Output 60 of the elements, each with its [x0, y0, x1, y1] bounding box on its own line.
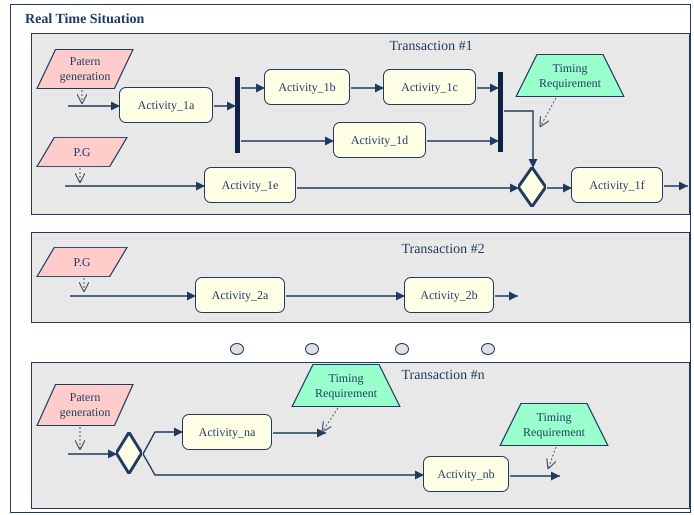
- arrow: [297, 184, 519, 192]
- activity-box: Activity_2a: [195, 277, 285, 313]
- arrow: [142, 454, 424, 480]
- arrow: [241, 84, 265, 92]
- arrow: [495, 292, 518, 300]
- arrow: [286, 292, 405, 300]
- arrow: [68, 102, 120, 110]
- timing-trapezoid: Timing Requirement: [515, 54, 625, 97]
- ellipsis-dot: [394, 342, 408, 354]
- input-parallelogram: Patern generation: [36, 384, 134, 426]
- dashed-arrow: [74, 426, 86, 451]
- dashed-arrow: [321, 408, 338, 433]
- arrow: [214, 102, 236, 110]
- transaction-panel: [30, 232, 690, 322]
- transaction-panel: [30, 32, 690, 214]
- ellipsis-dot: [480, 342, 494, 354]
- arrow: [427, 136, 499, 146]
- activity-box: Activity_1b: [264, 69, 350, 105]
- arrow: [70, 292, 196, 300]
- panel-title: Transaction #2: [402, 242, 485, 258]
- arrow: [142, 428, 183, 454]
- arrow: [664, 182, 688, 190]
- arrow: [547, 184, 572, 192]
- timing-trapezoid: Timing Requirement: [499, 403, 609, 446]
- decision-diamond: [518, 167, 546, 207]
- activity-box: Activity_1e: [204, 167, 296, 203]
- input-parallelogram: P.G: [36, 247, 128, 277]
- activity-box: Activity_1c: [383, 69, 476, 105]
- arrow: [504, 110, 538, 168]
- panel-title: Transaction #n: [402, 368, 485, 384]
- ellipsis-dot: [230, 342, 244, 354]
- arrow: [68, 450, 117, 458]
- transaction-panel: [30, 362, 690, 508]
- arrow: [65, 182, 205, 190]
- input-parallelogram: P.G: [36, 137, 128, 167]
- dashed-arrow: [74, 168, 86, 184]
- arrow: [477, 84, 499, 92]
- ellipsis-dot: [304, 342, 318, 354]
- arrow: [351, 84, 384, 92]
- arrow: [241, 136, 334, 146]
- activity-box: Activity_1a: [119, 87, 213, 123]
- arrow: [510, 472, 560, 480]
- activity-box: Activity_1d: [333, 122, 426, 158]
- arrow: [273, 428, 326, 438]
- activity-box: Activity_2b: [404, 277, 494, 313]
- dashed-arrow: [546, 446, 557, 470]
- decision-diamond: [116, 432, 142, 474]
- activity-box: Activity_na: [182, 414, 272, 450]
- sync-bar: [235, 77, 240, 153]
- outer-frame: [10, 4, 691, 513]
- activity-box: Activity_nb: [423, 456, 509, 492]
- panel-title: Transaction #1: [390, 38, 473, 54]
- dashed-arrow: [78, 278, 90, 293]
- dashed-arrow: [539, 98, 556, 128]
- sync-bar: [498, 72, 503, 152]
- timing-trapezoid: Timing Requirement: [291, 364, 401, 407]
- dashed-arrow: [76, 90, 88, 105]
- input-parallelogram: Patern generation: [36, 49, 134, 89]
- frame-title: Real Time Situation: [25, 12, 144, 28]
- activity-box: Activity_1f: [571, 167, 663, 203]
